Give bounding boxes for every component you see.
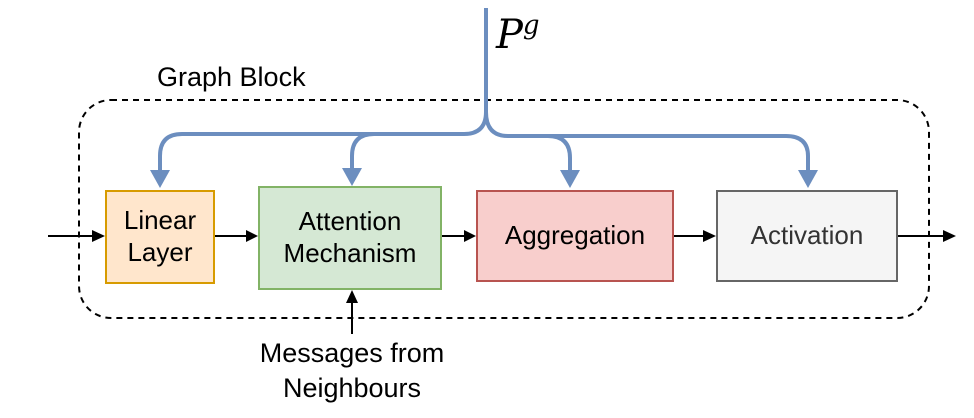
pg-branch-to-linear — [158, 111, 488, 172]
pg-parameter-label: Pg — [496, 12, 540, 58]
arrow-right-icon — [92, 230, 105, 242]
activation-box: Activation — [716, 190, 898, 282]
messages-from-neighbours-label: Messages from Neighbours — [259, 338, 445, 404]
arrow-down-icon — [798, 170, 818, 188]
arrow-right-icon — [246, 230, 258, 242]
arrow-up-icon — [346, 290, 358, 303]
pg-superscript: g — [522, 10, 540, 41]
activation-label: Activation — [750, 220, 864, 251]
input-arrow — [48, 230, 105, 242]
pg-distribution-tree — [158, 8, 810, 172]
arrow-down-icon — [342, 168, 362, 186]
arrow-down-icon — [560, 170, 580, 188]
messages-input-arrow — [346, 290, 358, 334]
flow-arrows — [48, 230, 956, 334]
aggregation-label: Aggregation — [504, 220, 646, 251]
linear-layer-label: Linear Layer — [123, 205, 197, 267]
pg-branch-to-aggregation — [530, 134, 572, 172]
pg-base: P — [496, 12, 523, 58]
pg-arrowheads — [150, 168, 818, 188]
arrow-down-icon — [150, 170, 170, 188]
arrow-right-icon — [943, 230, 956, 242]
arrow-right-icon — [703, 230, 716, 242]
aggregation-box: Aggregation — [476, 190, 674, 282]
linear-layer-box: Linear Layer — [105, 190, 215, 284]
pg-branch-to-activation — [484, 111, 810, 172]
arrow-right-icon — [464, 230, 476, 242]
graph-block-title: Graph Block — [157, 62, 306, 92]
attention-mechanism-box: Attention Mechanism — [258, 186, 442, 290]
attention-mechanism-label: Attention Mechanism — [283, 206, 417, 268]
graph-block-dashed-border — [78, 99, 930, 319]
linear-to-attention-arrow — [215, 230, 258, 242]
output-arrow — [898, 230, 956, 242]
attention-to-aggregation-arrow — [442, 230, 476, 242]
aggregation-to-activation-arrow — [674, 230, 716, 242]
pg-branch-to-attention — [350, 132, 420, 170]
